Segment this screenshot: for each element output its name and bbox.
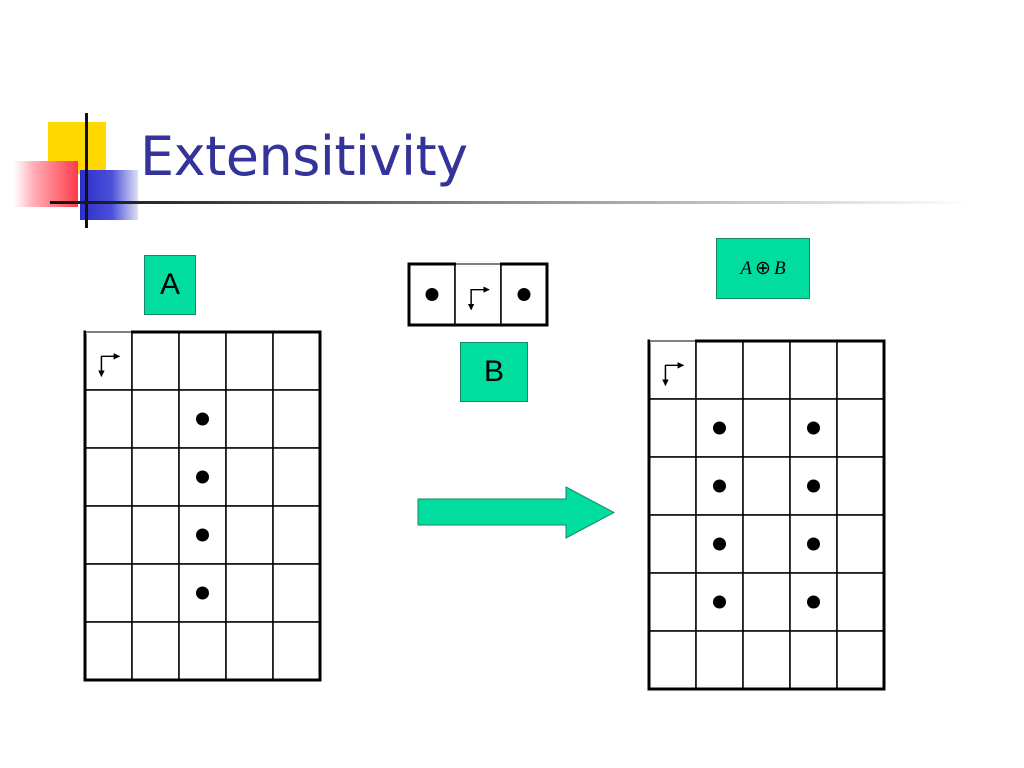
logo-vertical-rule [85, 113, 88, 228]
grid-a-point [196, 470, 209, 484]
grid-a-cell [131, 331, 180, 391]
grid-result-cell [789, 340, 838, 400]
grid-result-cell [836, 398, 885, 458]
grid-result-cell [742, 456, 791, 516]
label-result-right: B [773, 257, 786, 279]
grid-a-cell [84, 389, 133, 449]
grid-result-border [647, 339, 886, 691]
grid-result-cell [648, 514, 697, 574]
grid-a-cell [225, 447, 274, 507]
grid-a-cell [225, 331, 274, 391]
grid-a-cell [131, 447, 180, 507]
grid-a-cell [131, 621, 180, 681]
grid-result-cell [695, 630, 744, 690]
logo-blue-square [80, 170, 138, 220]
grid-a-cell [84, 331, 133, 391]
grid-a-cell [272, 389, 321, 449]
grid-a-point [196, 586, 209, 600]
grid-result-point [713, 537, 726, 551]
label-result-left: A [740, 257, 753, 279]
grid-a-cell [84, 505, 133, 565]
grid-result-point [713, 595, 726, 609]
grid-result-cell [836, 572, 885, 632]
grid-a-cell [272, 505, 321, 565]
grid-result-cell [695, 340, 744, 400]
grid-result-cell [836, 340, 885, 400]
label-b-text: B [483, 355, 504, 388]
grid-a-cell [178, 621, 227, 681]
grid-result [647, 339, 886, 691]
grid-result-cell [648, 398, 697, 458]
oplus-operator-icon: ⊕ [755, 258, 771, 279]
grid-a-point [196, 412, 209, 426]
grid-result-cell [789, 630, 838, 690]
grid-a-cell [272, 331, 321, 391]
grid-result-cell [742, 572, 791, 632]
grid-a-cell [84, 563, 133, 623]
logo-red-square [14, 161, 78, 207]
grid-result-point [807, 537, 820, 551]
grid-result-cell [742, 340, 791, 400]
grid-result-point [713, 479, 726, 493]
title-underline-rule [50, 201, 970, 204]
grid-result-point [807, 479, 820, 493]
label-a: A [144, 255, 196, 315]
grid-a-cell [272, 447, 321, 507]
grid-a-border [83, 330, 322, 682]
grid-result-cell [836, 514, 885, 574]
right-arrow-icon [417, 486, 616, 539]
grid-b-point [425, 288, 439, 301]
grid-result-cell [742, 630, 791, 690]
grid-result-cell [742, 398, 791, 458]
label-dilation-result: A ⊕ B [716, 238, 810, 299]
grid-a-cell [131, 505, 180, 565]
grid-result-point [807, 595, 820, 609]
grid-a-cell [225, 505, 274, 565]
grid-a [83, 330, 322, 682]
grid-a-cell [131, 389, 180, 449]
grid-b-point [517, 288, 531, 301]
grid-a-point [196, 528, 209, 542]
grid-result-cell [742, 514, 791, 574]
grid-a-cell [272, 563, 321, 623]
grid-a-cell [131, 563, 180, 623]
label-a-text: A [159, 268, 180, 301]
grid-a-cell [225, 621, 274, 681]
grid-result-cell [648, 456, 697, 516]
grid-result-cell [648, 630, 697, 690]
grid-b [407, 262, 549, 327]
grid-b-cell [454, 263, 502, 326]
grid-a-cell [178, 331, 227, 391]
grid-a-cell [225, 389, 274, 449]
slide-title: Extensitivity [140, 125, 468, 188]
grid-result-point [713, 421, 726, 435]
label-b: B [460, 342, 528, 402]
grid-a-cell [225, 563, 274, 623]
grid-result-point [807, 421, 820, 435]
grid-result-cell [648, 340, 697, 400]
grid-result-cell [648, 572, 697, 632]
grid-a-cell [84, 447, 133, 507]
grid-a-cell [84, 621, 133, 681]
grid-result-cell [836, 630, 885, 690]
grid-result-cell [836, 456, 885, 516]
grid-a-cell [272, 621, 321, 681]
